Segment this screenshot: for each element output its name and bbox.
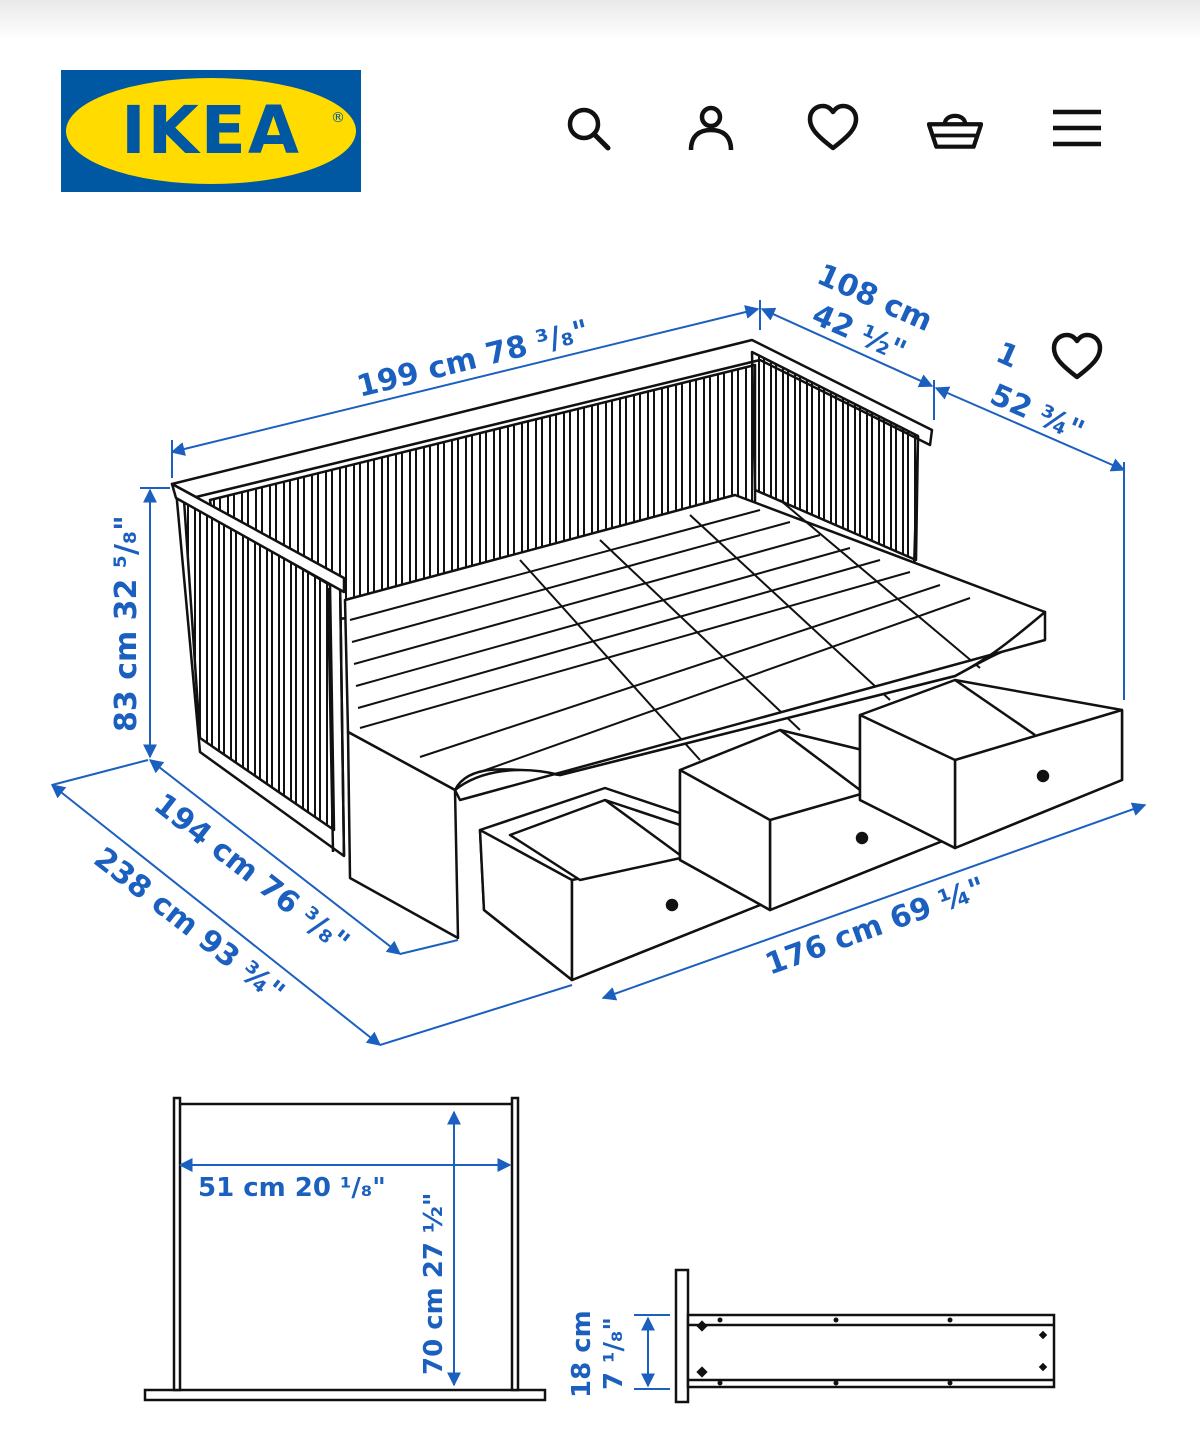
basket-button[interactable]	[927, 100, 983, 156]
menu-button[interactable]	[1049, 100, 1105, 156]
dim-height: 83 cm 32 ⁵/₈"	[109, 515, 144, 732]
ikea-logo[interactable]: IKEA ®	[61, 70, 361, 192]
site-header: IKEA ®	[0, 60, 1200, 200]
dim-drawer-height-in: 7 ¹/₈"	[599, 1317, 629, 1390]
add-to-favorites-button[interactable]	[1046, 326, 1108, 388]
dim-drawer-depth: 70 cm 27 ½"	[419, 1193, 449, 1375]
favorites-button[interactable]	[805, 100, 861, 156]
basket-icon	[927, 113, 983, 149]
drawer-side-view	[674, 1268, 1056, 1404]
menu-icon	[1053, 109, 1101, 147]
dim-extended-in: 52 ¾"	[985, 377, 1090, 449]
search-icon	[567, 107, 611, 151]
drawer-top-view	[143, 1096, 547, 1402]
search-button[interactable]	[560, 100, 616, 156]
account-button[interactable]	[683, 100, 739, 156]
top-shade	[0, 0, 1200, 40]
dim-drawer-width: 51 cm 20 ¹/₈"	[198, 1173, 386, 1203]
dim-drawer-height-cm: 18 cm	[567, 1310, 597, 1398]
account-icon	[688, 105, 734, 151]
heart-outline-icon	[1051, 332, 1103, 380]
logo-registered: ®	[331, 110, 345, 126]
dimension-lines	[50, 300, 1147, 1046]
logo-text: IKEA	[121, 92, 301, 169]
dim-extended-cm: 1	[991, 335, 1024, 375]
heart-icon	[807, 103, 859, 151]
